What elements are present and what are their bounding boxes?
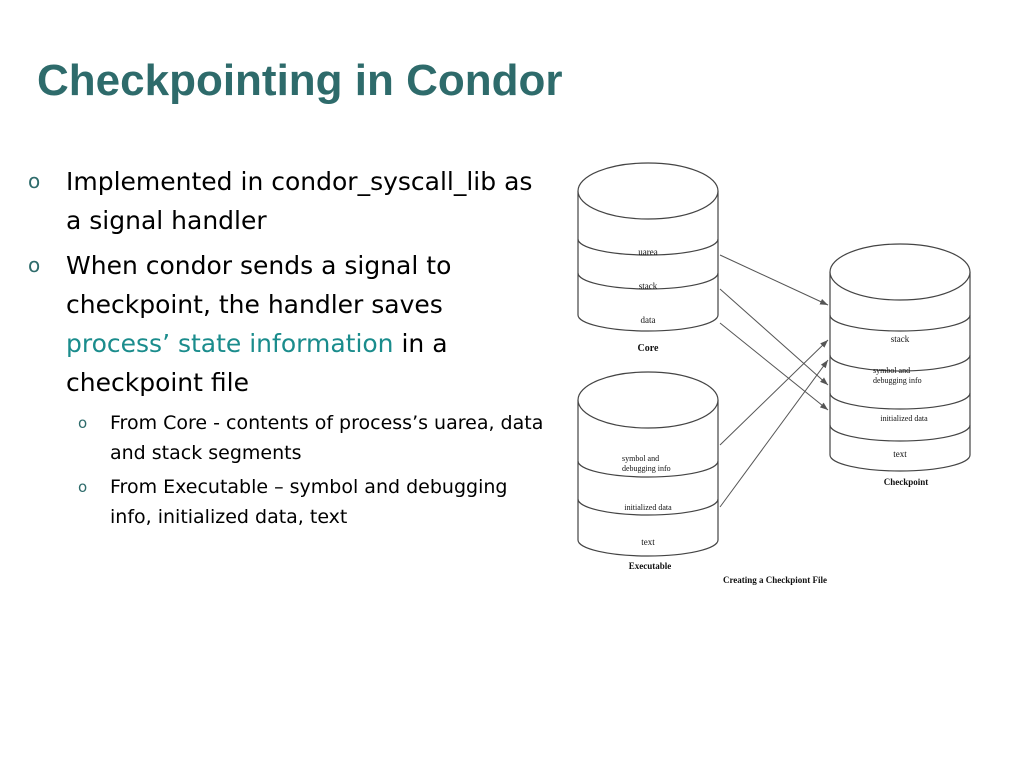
arrow-symbol-debugging — [719, 339, 829, 446]
bullet-item: o Implemented in condor_syscall_lib as a… — [28, 162, 548, 240]
bullet-text: When condor sends a signal to checkpoint… — [66, 251, 452, 319]
checkpoint-section-symbol: symbol and — [873, 366, 910, 375]
checkpoint-section-text: text — [893, 449, 907, 459]
core-disk-icon — [577, 162, 719, 332]
sub-bullet-text: From Core - contents of process’s uarea,… — [110, 412, 544, 464]
executable-disk-icon — [577, 371, 719, 557]
bullet-list: o Implemented in condor_syscall_lib as a… — [28, 162, 548, 536]
bullet-item: o When condor sends a signal to checkpoi… — [28, 246, 548, 402]
bullet-marker-icon: o — [28, 253, 41, 277]
checkpoint-section-debugging: debugging info — [873, 376, 922, 385]
bullet-text: Implemented in condor_syscall_lib as a s… — [66, 167, 533, 235]
checkpoint-label: Checkpoint — [884, 477, 929, 487]
sub-bullet-marker-icon: o — [78, 414, 88, 432]
highlighted-phrase: process’ state information — [66, 329, 394, 358]
sub-bullet-text: From Executable – symbol and debugging i… — [110, 476, 508, 528]
arrow-uarea — [719, 254, 829, 306]
executable-label: Executable — [629, 561, 672, 571]
arrow-data — [719, 322, 829, 411]
checkpoint-section-initialized: initialized data — [880, 414, 928, 423]
arrow-initialized-data — [719, 359, 829, 508]
executable-section-text: text — [641, 537, 655, 547]
executable-section-debugging: debugging info — [622, 464, 671, 473]
core-section-data: data — [641, 315, 656, 325]
sub-bullet-item: o From Core - contents of process’s uare… — [66, 408, 548, 468]
core-section-uarea: uarea — [638, 247, 657, 257]
checkpoint-disk-icon — [829, 243, 971, 472]
checkpoint-diagram: uarea stack data Core symbol and debuggi… — [577, 162, 971, 585]
bullet-marker-icon: o — [28, 169, 41, 193]
arrow-stack — [719, 288, 829, 386]
slide-title: Checkpointing in Condor — [37, 56, 563, 105]
core-section-stack: stack — [639, 281, 658, 291]
executable-section-initialized: initialized data — [624, 503, 672, 512]
diagram-caption: Creating a Checkpiont File — [723, 575, 827, 585]
sub-bullet-marker-icon: o — [78, 478, 88, 496]
executable-section-symbol: symbol and — [622, 454, 659, 463]
bullet-text-end: in a checkpoint file — [66, 329, 448, 397]
checkpoint-section-stack: stack — [891, 334, 910, 344]
sub-bullet-item: o From Executable – symbol and debugging… — [66, 472, 548, 532]
core-label: Core — [638, 343, 659, 354]
